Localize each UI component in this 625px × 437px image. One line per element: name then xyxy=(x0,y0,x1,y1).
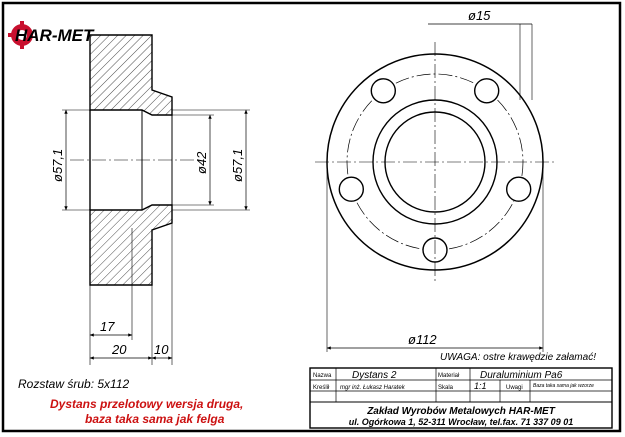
warning-note: UWAGA: ostre krawędzie załamać! xyxy=(440,352,596,363)
bolt-holes xyxy=(338,78,532,263)
logo-text: HAR-MET xyxy=(15,26,95,45)
front-view: ø15 ø112 xyxy=(315,8,555,352)
section-view: 17 20 10 ø57,1 ø42 ø57,1 xyxy=(50,34,250,365)
dim-dia-57-left: ø57,1 xyxy=(50,149,65,182)
dim-dia-42: ø42 xyxy=(194,151,209,174)
name-label: Nazwa xyxy=(313,373,332,379)
scale-label: Skala xyxy=(438,385,454,391)
gear-icon xyxy=(8,21,33,49)
bolt-hole xyxy=(370,78,396,104)
name-value: Dystans 2 xyxy=(352,370,397,381)
dim-10: 10 xyxy=(154,342,169,357)
material-label: Materiał xyxy=(438,373,460,379)
material-value: Duraluminium Pa6 xyxy=(480,370,563,381)
bolt-hole xyxy=(506,176,532,202)
bolt-hole xyxy=(338,176,364,202)
title-block: Nazwa Dystans 2 Materiał Duraluminium Pa… xyxy=(309,367,613,429)
company-address: ul. Ogórkowa 1, 52-311 Wrocław, tel.fax.… xyxy=(349,417,573,427)
red-note-line-2: baza taka sama jak felga xyxy=(85,412,225,426)
scale-value: 1:1 xyxy=(474,381,487,391)
dim-17: 17 xyxy=(100,319,115,334)
remarks-label: Uwagi xyxy=(506,385,523,391)
bolt-hole xyxy=(474,78,500,104)
drawn-value: mgr inż. Łukasz Haratek xyxy=(340,385,406,391)
section-upper-hatch xyxy=(89,34,173,116)
red-note-line-1: Dystans przelotowy wersja druga, xyxy=(50,397,243,411)
company-name: Zakład Wyrobów Metalowych HAR-MET xyxy=(366,406,556,417)
dim-dia-15: ø15 xyxy=(468,8,491,23)
dim-dia-57-right: ø57,1 xyxy=(230,149,245,182)
section-lower-hatch xyxy=(89,204,173,286)
remarks-value: Baza taka sama jak wzorze xyxy=(533,383,594,389)
logo: HAR-MET xyxy=(8,21,95,49)
dim-20: 20 xyxy=(111,342,127,357)
dim-dia-112: ø112 xyxy=(408,332,437,347)
bolt-pattern-note: Rozstaw śrub: 5x112 xyxy=(18,377,129,391)
drawn-label: Kreślił xyxy=(313,385,330,391)
